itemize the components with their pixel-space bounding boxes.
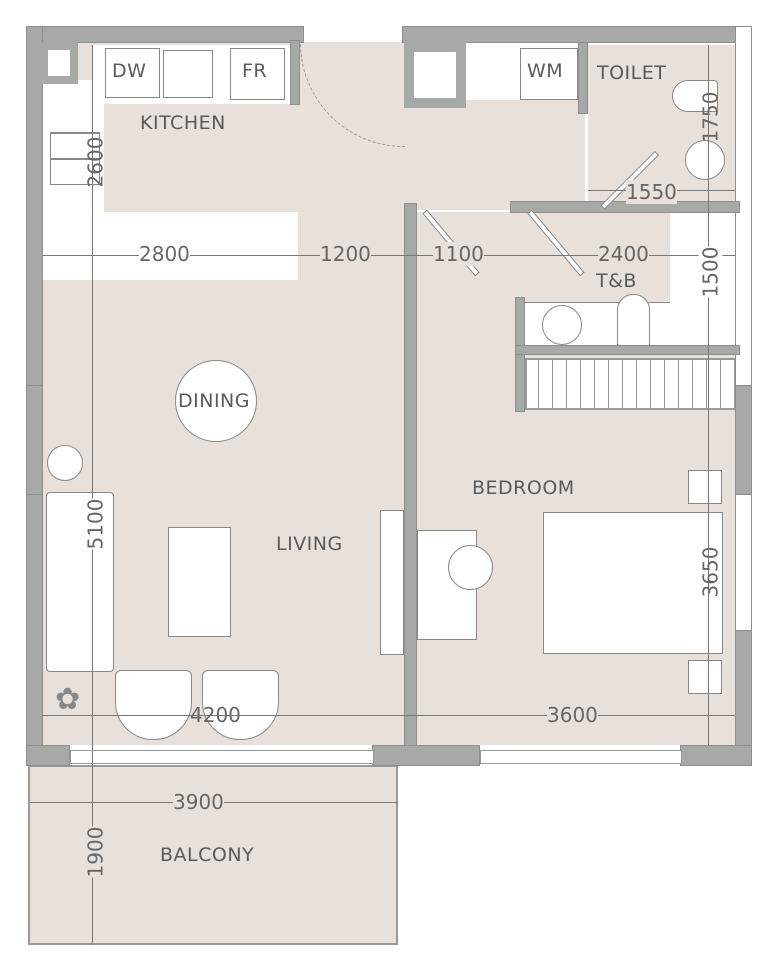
dim-living-width: 4200 <box>190 703 241 727</box>
dim-line-right-col <box>708 45 709 745</box>
dim-bedroom-depth: 3650 <box>698 546 723 598</box>
wall-bottom-right <box>680 745 752 766</box>
wall-kitchen-stub <box>290 40 300 105</box>
dishwasher: DW <box>105 48 160 98</box>
room-label-toilet: TOILET <box>597 62 667 84</box>
side-table <box>47 445 83 481</box>
dim-living-depth: 5100 <box>83 498 108 550</box>
shaft-kitchen <box>40 42 78 84</box>
armchair-left <box>115 670 192 740</box>
dim-bedroom-width: 3600 <box>547 703 598 727</box>
dim-balcony-depth: 1900 <box>83 826 108 878</box>
wall-bottom-left <box>26 745 70 766</box>
room-label-balcony: BALCONY <box>160 844 255 866</box>
bed <box>543 512 723 654</box>
wardrobe <box>525 358 740 410</box>
corridor-floor <box>405 100 585 210</box>
washing-machine-label: WM <box>527 60 564 82</box>
coffee-table <box>168 527 231 637</box>
wall-top-right <box>402 26 752 43</box>
wall-toilet-left <box>578 42 588 114</box>
plant-icon: ✿ <box>55 682 81 717</box>
room-label-living: LIVING <box>276 533 343 555</box>
dim-line-kitchen-row <box>42 255 735 256</box>
dim-door-width: 1100 <box>433 242 484 266</box>
dim-tb-width: 2400 <box>598 242 649 266</box>
nightstand-top <box>688 470 722 504</box>
dim-tb-depth: 1500 <box>698 246 723 298</box>
tb-basin <box>542 305 582 345</box>
shaft-laundry <box>404 42 466 108</box>
room-label-kitchen: KITCHEN <box>140 112 226 134</box>
dim-kitchen-width: 2800 <box>139 242 190 266</box>
kitchen-sink <box>163 50 213 98</box>
dim-kitchen-depth: 2600 <box>83 136 108 188</box>
wall-top <box>26 26 304 43</box>
wall-wardrobe-top <box>515 345 740 355</box>
window-bedroom <box>480 750 682 764</box>
toilet-wc <box>672 80 718 112</box>
room-label-dining: DINING <box>178 390 250 412</box>
wall-bottom-mid <box>372 745 480 766</box>
dim-line-left-col <box>92 45 93 945</box>
dim-toilet-depth: 1750 <box>698 91 723 143</box>
room-label-bedroom: BEDROOM <box>472 477 575 499</box>
wall-left-window <box>26 385 43 495</box>
nightstand-bottom <box>688 660 722 694</box>
toilet-basin <box>685 140 725 180</box>
dim-toilet-width: 1550 <box>626 180 677 204</box>
tv-unit <box>380 510 404 655</box>
dim-corridor-width: 1200 <box>320 242 371 266</box>
wall-right-lower <box>735 385 752 495</box>
dim-balcony-width: 3900 <box>173 790 224 814</box>
washing-machine: WM <box>520 48 578 100</box>
room-label-tb: T&B <box>596 270 637 292</box>
armchair-right <box>202 670 279 740</box>
dim-line-living-row <box>42 715 735 716</box>
dishwasher-label: DW <box>112 60 147 82</box>
fridge: FR <box>230 48 285 100</box>
desk-chair <box>448 545 493 590</box>
stove <box>50 132 100 185</box>
wall-partition <box>404 203 417 748</box>
tb-wc <box>617 294 650 346</box>
wall-toilet-bottom <box>510 201 740 213</box>
window-living <box>70 750 374 764</box>
fridge-label: FR <box>242 60 268 82</box>
dining-table <box>175 360 257 442</box>
